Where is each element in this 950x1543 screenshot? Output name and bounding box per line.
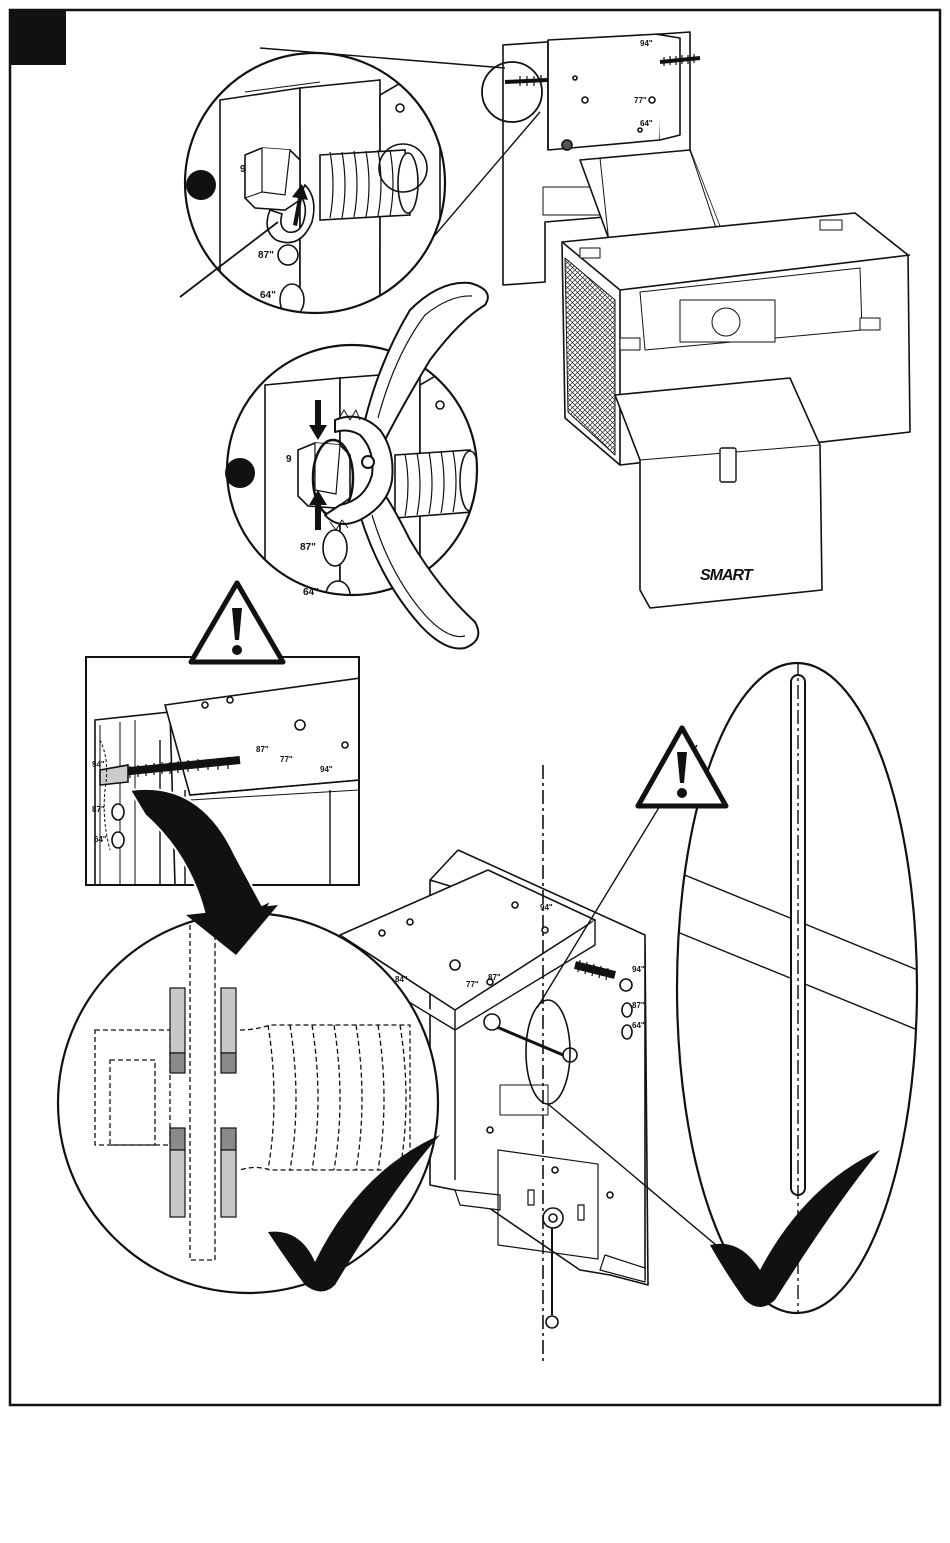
zoom-detail-eclip: 9 87" 64" bbox=[185, 53, 445, 320]
mount-label-4: 84" bbox=[395, 975, 408, 984]
zoom1-label-1: 9 bbox=[240, 164, 246, 175]
mount-label-1: 94" bbox=[632, 965, 645, 974]
washer-left-top bbox=[170, 988, 185, 1053]
detail-marker-2 bbox=[225, 458, 255, 488]
washer-left-bottom bbox=[170, 1128, 185, 1150]
inset-label-6: 94" bbox=[320, 765, 333, 774]
zoom2-label-1: 9 bbox=[286, 454, 292, 465]
mount-label-7: 64" bbox=[632, 1021, 645, 1030]
mount-label-6: 87" bbox=[488, 973, 501, 982]
mount-label-2: 87" bbox=[632, 1001, 645, 1010]
bolt-head bbox=[245, 148, 300, 210]
threaded-bolt bbox=[320, 150, 418, 220]
top-bracket bbox=[548, 34, 660, 150]
zoom1-label-2: 87" bbox=[258, 250, 274, 261]
projector-assembly: 94" 77" 64" SMART bbox=[503, 32, 910, 608]
mount-label-3: 77" bbox=[466, 980, 479, 989]
inset-label-4: 87" bbox=[256, 745, 269, 754]
step-badge bbox=[10, 10, 66, 65]
zoom2-label-3: 64" bbox=[303, 587, 319, 598]
detail-marker-1 bbox=[186, 170, 216, 200]
inset-label-5: 77" bbox=[280, 755, 293, 764]
zoom-detail-pliers: 9 87" 64" bbox=[227, 345, 480, 609]
top-bracket-label-1: 94" bbox=[640, 39, 653, 48]
top-bracket-label-3: 64" bbox=[640, 119, 653, 128]
washer-right-top bbox=[221, 988, 236, 1053]
inset-label-3: 64" bbox=[94, 835, 107, 844]
mount-label-5: 94" bbox=[540, 903, 553, 912]
zoom1-label-3: 64" bbox=[260, 290, 276, 301]
bolt-washer-detail bbox=[58, 913, 438, 1293]
brand-logo: SMART bbox=[700, 567, 754, 584]
inset-label-2: 87" bbox=[92, 805, 105, 814]
top-bracket-label-2: 77" bbox=[634, 96, 647, 105]
washer-right-bottom bbox=[221, 1128, 236, 1150]
zoom2-label-2: 87" bbox=[300, 542, 316, 553]
warning-icon-1-front bbox=[191, 583, 283, 662]
inset-label-1: 94" bbox=[92, 760, 105, 769]
